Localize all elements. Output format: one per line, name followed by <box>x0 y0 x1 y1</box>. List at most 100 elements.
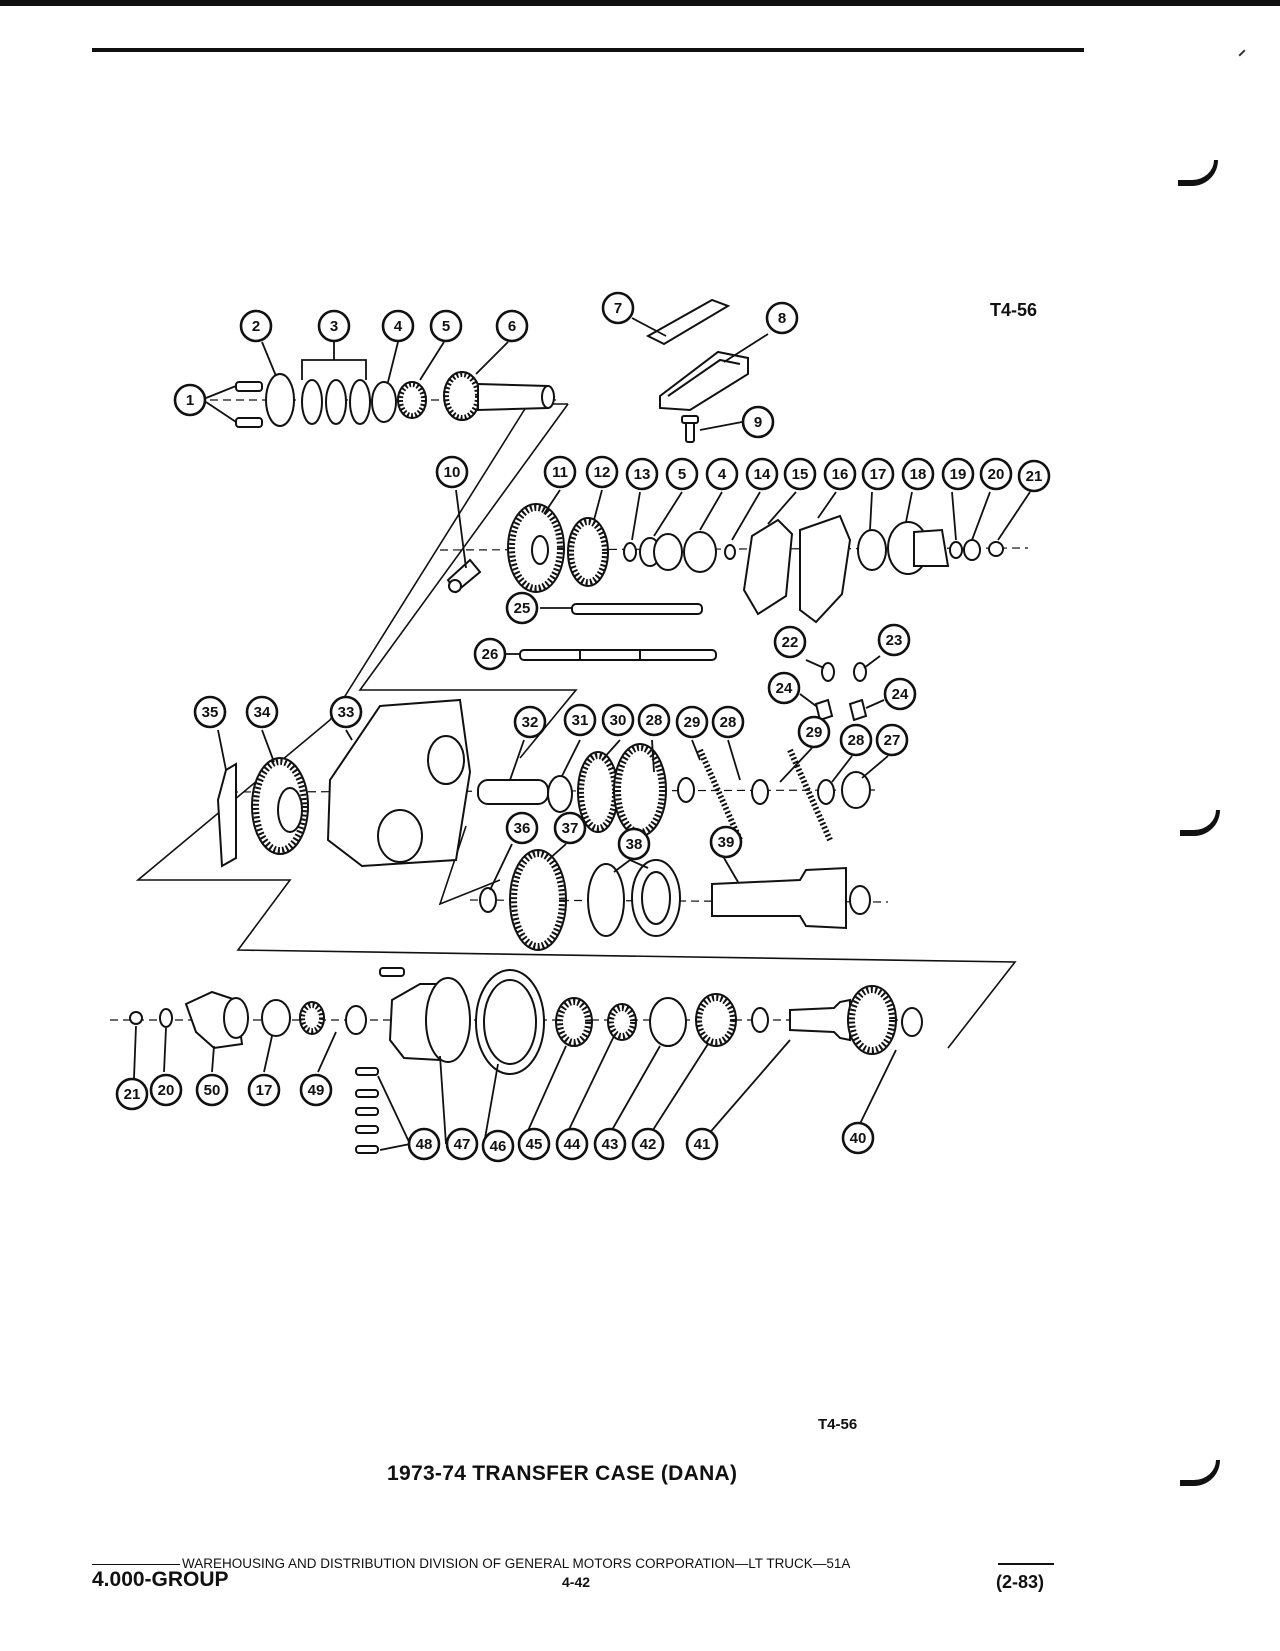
svg-text:40: 40 <box>850 1130 867 1147</box>
callout-43: 43 <box>593 1127 627 1161</box>
footer-text: WAREHOUSING AND DISTRIBUTION DIVISION OF… <box>182 1556 851 1571</box>
footer-right-dash <box>998 1563 1054 1565</box>
svg-text:29: 29 <box>806 724 823 741</box>
detents <box>814 662 868 722</box>
callout-1: 1 <box>173 383 207 417</box>
svg-text:5: 5 <box>678 466 686 483</box>
svg-text:17: 17 <box>870 466 887 483</box>
callout-11: 11 <box>543 455 577 489</box>
svg-text:33: 33 <box>338 704 355 721</box>
svg-text:27: 27 <box>884 732 901 749</box>
svg-text:30: 30 <box>610 712 627 729</box>
callout-33: 33 <box>329 695 363 729</box>
callout-48: 48 <box>407 1127 441 1161</box>
svg-text:20: 20 <box>988 466 1005 483</box>
figure-caption: 1973-74 TRANSFER CASE (DANA) <box>387 1462 738 1485</box>
revision-date: (2-83) <box>996 1572 1045 1592</box>
svg-text:11: 11 <box>552 464 568 481</box>
svg-text:44: 44 <box>564 1136 581 1153</box>
svg-text:39: 39 <box>718 834 735 851</box>
svg-text:26: 26 <box>482 646 499 663</box>
callout-2: 2 <box>239 309 273 343</box>
callout-13: 13 <box>625 457 659 491</box>
svg-text:48: 48 <box>416 1136 433 1153</box>
svg-text:24: 24 <box>892 686 909 703</box>
callout-5: 5 <box>429 309 463 343</box>
svg-text:32: 32 <box>522 714 539 731</box>
callout-27: 27 <box>875 723 909 757</box>
callout-37: 37 <box>553 811 587 845</box>
svg-text:29: 29 <box>684 714 701 731</box>
svg-text:47: 47 <box>454 1136 471 1153</box>
svg-text:37: 37 <box>562 820 579 837</box>
svg-text:10: 10 <box>444 464 461 481</box>
callout-23: 23 <box>877 623 911 657</box>
row-rear-output <box>439 503 1029 624</box>
callout-22: 22 <box>773 625 807 659</box>
callout-34: 34 <box>245 695 279 729</box>
svg-text:13: 13 <box>634 466 651 483</box>
callout-20: 20 <box>979 457 1013 491</box>
callout-29: 29 <box>675 705 709 739</box>
svg-text:21: 21 <box>124 1086 141 1103</box>
svg-text:45: 45 <box>526 1136 543 1153</box>
callout-39: 39 <box>709 825 743 859</box>
callout-6: 6 <box>495 309 529 343</box>
callout-7: 7 <box>601 291 635 325</box>
callout-bubbles: 1 2 3 4 5 6 7 8 9 10 11 12 13 5 4 14 15 … <box>115 291 1051 1163</box>
callout-8: 8 <box>765 301 799 335</box>
svg-text:41: 41 <box>694 1136 711 1153</box>
callout-35: 35 <box>193 695 227 729</box>
callout-42: 42 <box>631 1127 665 1161</box>
svg-text:34: 34 <box>254 704 271 721</box>
shafts <box>519 603 717 661</box>
callout-45: 45 <box>517 1127 551 1161</box>
callout-28b: 28 <box>711 705 745 739</box>
callout-3: 3 <box>317 309 351 343</box>
callout-20b: 20 <box>149 1073 183 1107</box>
svg-text:17: 17 <box>256 1082 273 1099</box>
callout-21b: 21 <box>115 1077 149 1111</box>
callout-9: 9 <box>741 405 775 439</box>
callout-24: 24 <box>767 671 801 705</box>
svg-text:4: 4 <box>718 466 727 483</box>
svg-text:25: 25 <box>514 600 531 617</box>
callout-50: 50 <box>195 1073 229 1107</box>
svg-text:49: 49 <box>308 1082 325 1099</box>
svg-text:4: 4 <box>394 318 403 335</box>
callout-10: 10 <box>435 455 469 489</box>
callout-38: 38 <box>617 827 651 861</box>
callout-47: 47 <box>445 1127 479 1161</box>
callout-14: 14 <box>745 457 779 491</box>
svg-text:28: 28 <box>720 714 737 731</box>
svg-text:43: 43 <box>602 1136 619 1153</box>
callout-26: 26 <box>473 637 507 671</box>
svg-text:38: 38 <box>626 836 643 853</box>
svg-text:2: 2 <box>252 318 260 335</box>
svg-text:7: 7 <box>614 300 622 317</box>
svg-text:16: 16 <box>832 466 849 483</box>
callout-21: 21 <box>1017 459 1051 493</box>
callout-41: 41 <box>685 1127 719 1161</box>
callout-30: 30 <box>601 703 635 737</box>
svg-text:19: 19 <box>950 466 967 483</box>
row-case <box>216 698 879 868</box>
svg-text:28: 28 <box>848 732 865 749</box>
svg-text:12: 12 <box>594 464 611 481</box>
svg-text:36: 36 <box>514 820 531 837</box>
svg-text:28: 28 <box>646 712 663 729</box>
svg-text:15: 15 <box>792 466 809 483</box>
svg-text:22: 22 <box>782 634 799 651</box>
svg-text:5: 5 <box>442 318 450 335</box>
svg-text:18: 18 <box>910 466 927 483</box>
callout-18: 18 <box>901 457 935 491</box>
callout-31: 31 <box>563 703 597 737</box>
svg-text:24: 24 <box>776 680 793 697</box>
row-front-housing <box>110 967 923 1154</box>
callout-24b: 24 <box>883 677 917 711</box>
callout-28c: 28 <box>839 723 873 757</box>
leader-lines <box>133 317 1031 1151</box>
cover-and-gasket <box>645 298 749 443</box>
svg-text:9: 9 <box>754 414 762 431</box>
